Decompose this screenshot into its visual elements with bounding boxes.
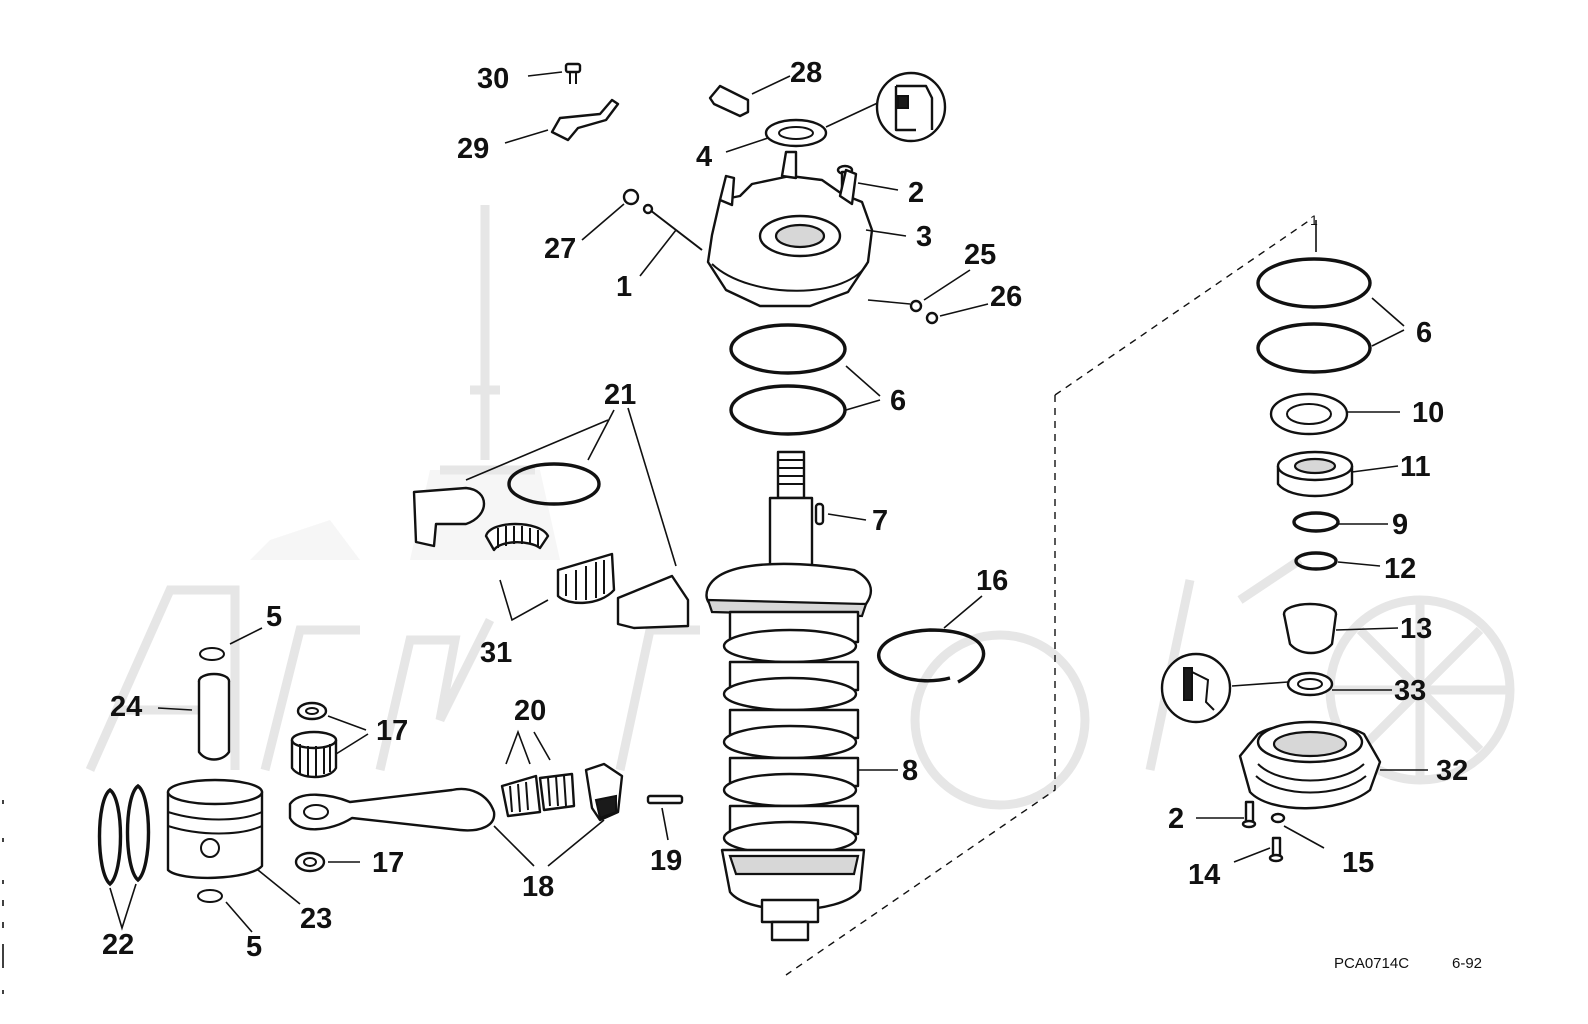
- retainer-5-top: [199, 627, 263, 661]
- callout-5: 5: [246, 931, 262, 963]
- needle-bearings-20: [500, 729, 576, 818]
- bolt-19: [646, 794, 684, 841]
- o-rings-6-left: [729, 323, 881, 436]
- callout-12: 12: [1384, 553, 1416, 585]
- callout-17: 17: [372, 847, 404, 879]
- callout-20: 20: [514, 695, 546, 727]
- piston-rings-22: [97, 783, 151, 931]
- callout-8: 8: [902, 755, 918, 787]
- piston-23: [166, 778, 301, 905]
- screws-2-14-washer-15: [1196, 800, 1325, 863]
- key-7: [814, 502, 867, 526]
- callout-1: 1: [1310, 212, 1318, 228]
- piston-pin-24: [157, 672, 231, 761]
- callout-4: 4: [696, 141, 712, 173]
- bracket-29: [504, 98, 620, 144]
- callout-15: 15: [1342, 847, 1374, 879]
- alignment-lines: [785, 219, 1311, 976]
- callout-22: 22: [102, 929, 134, 961]
- callout-6: 6: [890, 385, 906, 417]
- diagram-footer: PCA0714C 6-92: [1334, 955, 1482, 972]
- callout-3: 3: [916, 221, 932, 253]
- callout-31: 31: [480, 637, 512, 669]
- washer-25-and-nut-26: [867, 269, 989, 325]
- crankshaft-8: [705, 450, 898, 942]
- diagram-date: 6-92: [1452, 955, 1482, 972]
- callout-19: 19: [650, 845, 682, 877]
- callout-21: 21: [604, 379, 636, 411]
- seal-4: [725, 99, 885, 153]
- washer-17-lower: [294, 851, 360, 873]
- callout-7: 7: [872, 505, 888, 537]
- washers-17-and-bearing: [290, 701, 369, 779]
- callout-13: 13: [1400, 613, 1432, 645]
- retainer-5-bottom: [197, 889, 253, 933]
- seal-plate-10: [1269, 392, 1400, 436]
- screw-30: [527, 62, 582, 84]
- bearing-halves-21: [412, 407, 690, 630]
- diagram-code: PCA0714C: [1334, 955, 1409, 972]
- callout-24: 24: [110, 691, 142, 723]
- callout-1: 1: [616, 271, 632, 303]
- plug-27: [581, 188, 640, 241]
- callout-28: 28: [790, 57, 822, 89]
- callout-11: 11: [1400, 451, 1431, 483]
- callout-29: 29: [457, 133, 489, 165]
- clip-28: [708, 75, 791, 118]
- callout-2: 2: [908, 177, 924, 209]
- callout-17: 17: [376, 715, 408, 747]
- seal-detail-inset: [875, 71, 947, 143]
- callout-18: 18: [522, 871, 554, 903]
- callout-16: 16: [976, 565, 1008, 597]
- needle-bearings-31: [484, 522, 616, 622]
- upper-bearing-housing-3: [706, 150, 907, 308]
- callout-26: 26: [990, 281, 1022, 313]
- callout-32: 32: [1436, 755, 1468, 787]
- callout-2: 2: [1168, 803, 1184, 835]
- ball-bearing-11: [1276, 450, 1399, 498]
- callout-27: 27: [544, 233, 576, 265]
- callout-9: 9: [1392, 509, 1408, 541]
- callout-30: 30: [477, 63, 509, 95]
- screw-1-top: [639, 203, 703, 277]
- retaining-ring-9: [1292, 511, 1388, 533]
- callout-14: 14: [1188, 859, 1220, 891]
- callout-25: 25: [964, 239, 996, 271]
- seal-33-with-inset: [1160, 652, 1392, 724]
- o-rings-6-right: [1256, 220, 1405, 374]
- o-ring-12: [1294, 551, 1381, 571]
- callout-6: 6: [1416, 317, 1432, 349]
- connecting-rod-18: [288, 762, 624, 867]
- callout-labels: 30 28 29 4 2 3 27 1 25 26 6 21 7 31 16 5…: [102, 57, 1468, 963]
- callout-23: 23: [300, 903, 332, 935]
- lower-bearing-housing-32: [1238, 720, 1428, 810]
- retaining-ring-16: [877, 595, 986, 684]
- callout-33: 33: [1394, 675, 1426, 707]
- bearing-cup-13: [1282, 602, 1399, 655]
- callout-10: 10: [1412, 397, 1444, 429]
- callout-5: 5: [266, 601, 282, 633]
